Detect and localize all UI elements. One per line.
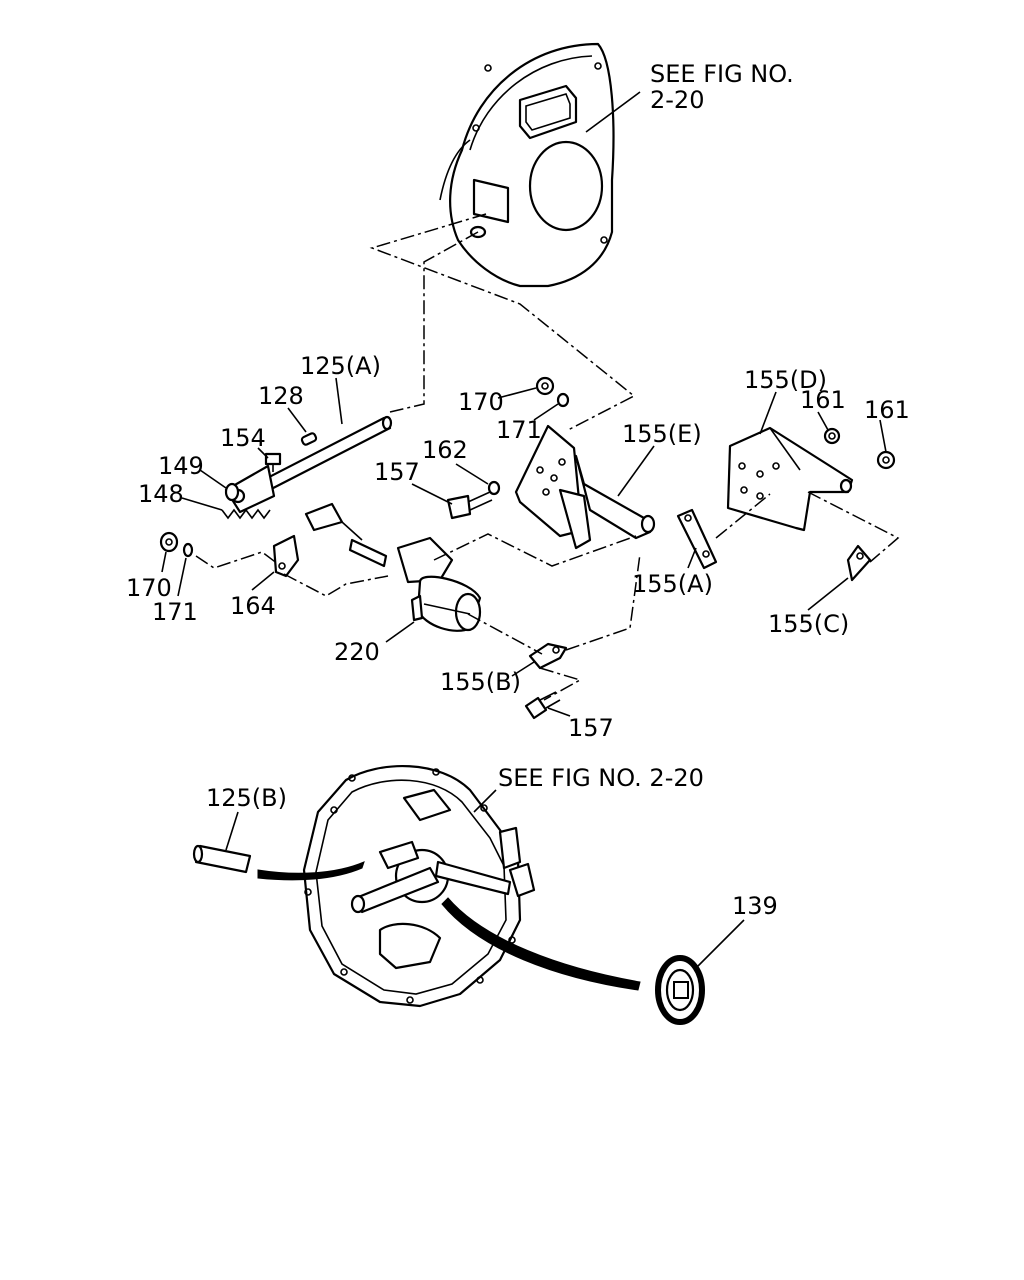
actuator-220 (304, 502, 482, 632)
clip-155c (846, 544, 872, 582)
callout-157-bottom: 157 (568, 714, 614, 742)
callout-171-left: 171 (152, 598, 198, 626)
bolt-157-top (446, 491, 493, 520)
reference-upper-line1: SEE FIG NO. (650, 60, 794, 88)
callout-125a: 125(A) (300, 352, 381, 380)
callout-164: 164 (230, 592, 276, 620)
bracket-155e (514, 424, 656, 550)
seal-139 (655, 955, 705, 1025)
clutch-housing-lower (302, 765, 536, 1008)
nut-161-b (876, 450, 896, 470)
clip-155b (528, 642, 568, 670)
bracket-164 (272, 534, 300, 578)
callout-139: 139 (732, 892, 778, 920)
callout-170-left: 170 (126, 574, 172, 602)
bracket-155d (726, 426, 854, 532)
callout-128: 128 (258, 382, 304, 410)
washer-171-left (182, 542, 194, 558)
callout-155d: 155(D) (744, 366, 827, 394)
callout-161-b: 161 (864, 396, 910, 424)
reference-lower: SEE FIG NO. 2-20 (498, 764, 704, 792)
washer-171-top (556, 392, 570, 408)
callout-155e: 155(E) (622, 420, 702, 448)
callout-220: 220 (334, 638, 380, 666)
reference-upper-line2: 2-20 (650, 86, 704, 114)
bolt-157-bottom (524, 691, 561, 720)
bolt-154 (264, 452, 282, 472)
pin-125b (192, 844, 252, 874)
assembly-arrow-139 (441, 897, 641, 991)
callout-154: 154 (220, 424, 266, 452)
callout-161-a: 161 (800, 386, 846, 414)
shift-shaft-125a (224, 415, 393, 514)
washer-149 (224, 482, 240, 502)
nut-170-left (159, 531, 179, 553)
callout-171-top: 171 (496, 416, 542, 444)
callout-170-top: 170 (458, 388, 504, 416)
key-128 (300, 432, 318, 446)
nut-161-a (823, 427, 841, 445)
plate-155a (676, 508, 718, 570)
callout-157-top: 157 (374, 458, 420, 486)
reference-note-upper: SEE FIG NO. 2-20 (650, 60, 794, 114)
assembly-arrow-125b (257, 861, 365, 881)
callout-149: 149 (158, 452, 204, 480)
flywheel-housing-upper (439, 42, 615, 288)
assembly-dash-lines (195, 213, 900, 701)
callout-162: 162 (422, 436, 468, 464)
callout-155c: 155(C) (768, 610, 849, 638)
callout-155a: 155(A) (632, 570, 713, 598)
leader-lines (161, 91, 887, 969)
callout-148: 148 (138, 480, 184, 508)
nut-170-top (535, 376, 555, 396)
washer-162 (487, 480, 501, 496)
spring-148 (221, 508, 271, 520)
callout-155b: 155(B) (440, 668, 521, 696)
callout-125b: 125(B) (206, 784, 287, 812)
